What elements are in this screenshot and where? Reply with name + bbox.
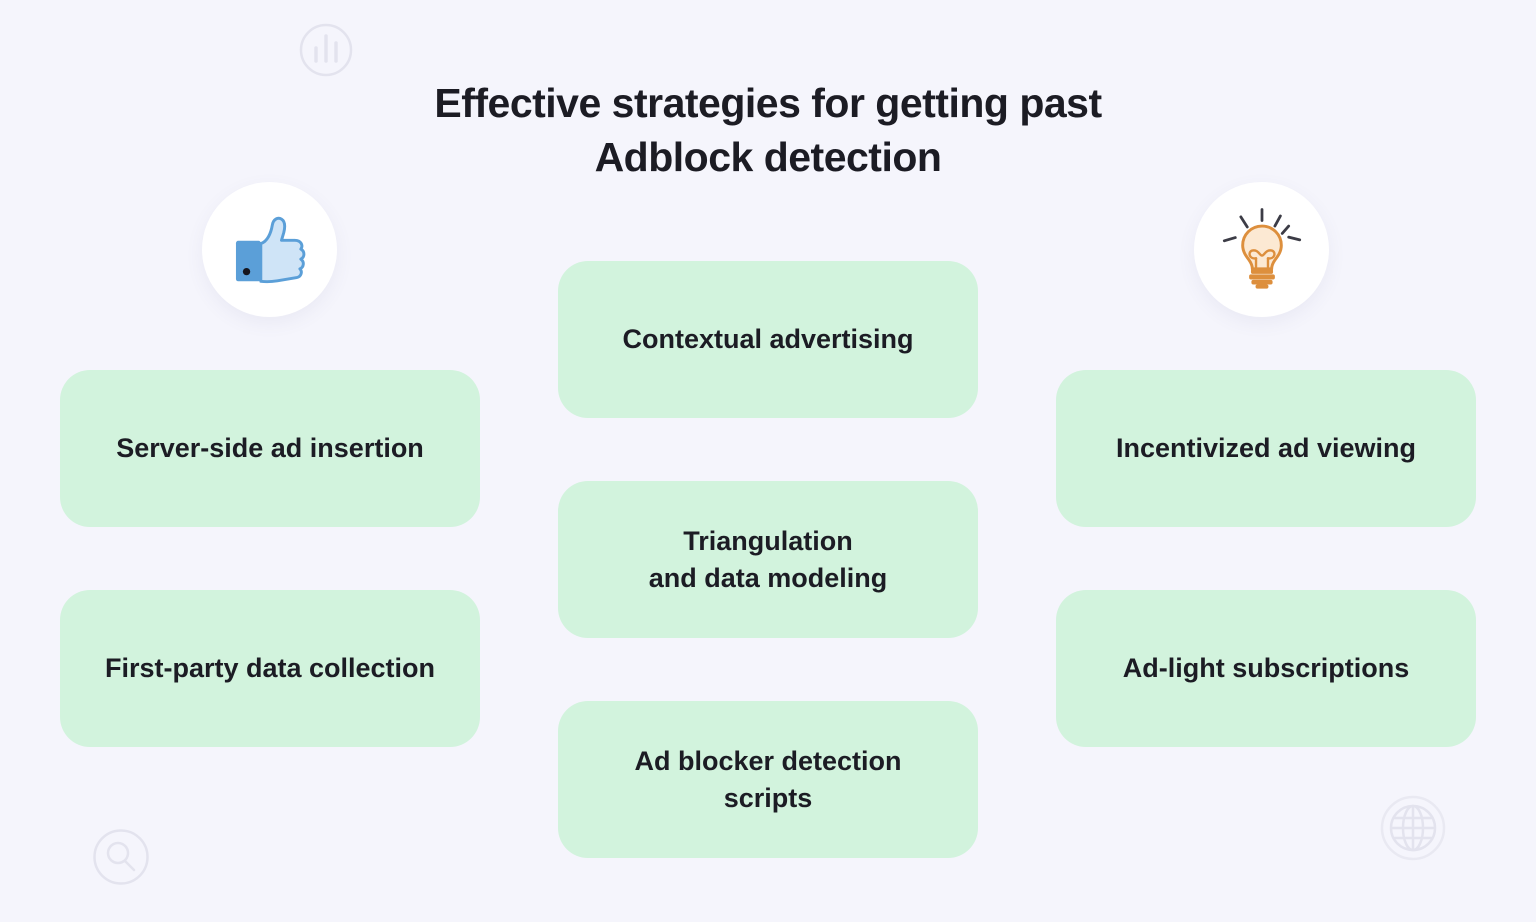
strategy-card-contextual-advertising: Contextual advertising [558, 261, 978, 418]
card-label: Ad-light subscriptions [1122, 653, 1410, 683]
globe-icon [1380, 795, 1446, 861]
page-title-line-1: Effective strategies for getting past [434, 80, 1102, 126]
thumbs-up-icon [235, 216, 305, 283]
strategy-card-first-party-data-collection: First-party data collection [60, 590, 480, 747]
strategy-card-server-side-ad-insertion: Server-side ad insertion [60, 370, 480, 527]
thumbs-up-badge [202, 182, 337, 317]
page-title-line-2: Adblock detection [594, 134, 942, 180]
bar-chart-icon [299, 23, 353, 77]
card-label: First-party data collection [104, 653, 436, 683]
card-label: Incentivized ad viewing [1115, 433, 1417, 463]
strategy-card-ad-blocker-detection-scripts: Ad blocker detection scripts [558, 701, 978, 858]
card-label: Server-side ad insertion [116, 433, 424, 463]
lightbulb-icon [1222, 207, 1301, 289]
card-label: Contextual advertising [622, 324, 914, 354]
strategy-card-ad-light-subscriptions: Ad-light subscriptions [1056, 590, 1476, 747]
lightbulb-badge [1194, 182, 1329, 317]
card-label: Triangulation and data modeling [648, 525, 888, 593]
strategy-card-incentivized-ad-viewing: Incentivized ad viewing [1056, 370, 1476, 527]
strategy-card-triangulation-data-modeling: Triangulation and data modeling [558, 481, 978, 638]
search-icon [93, 829, 149, 885]
card-label: Ad blocker detection scripts [634, 745, 902, 813]
